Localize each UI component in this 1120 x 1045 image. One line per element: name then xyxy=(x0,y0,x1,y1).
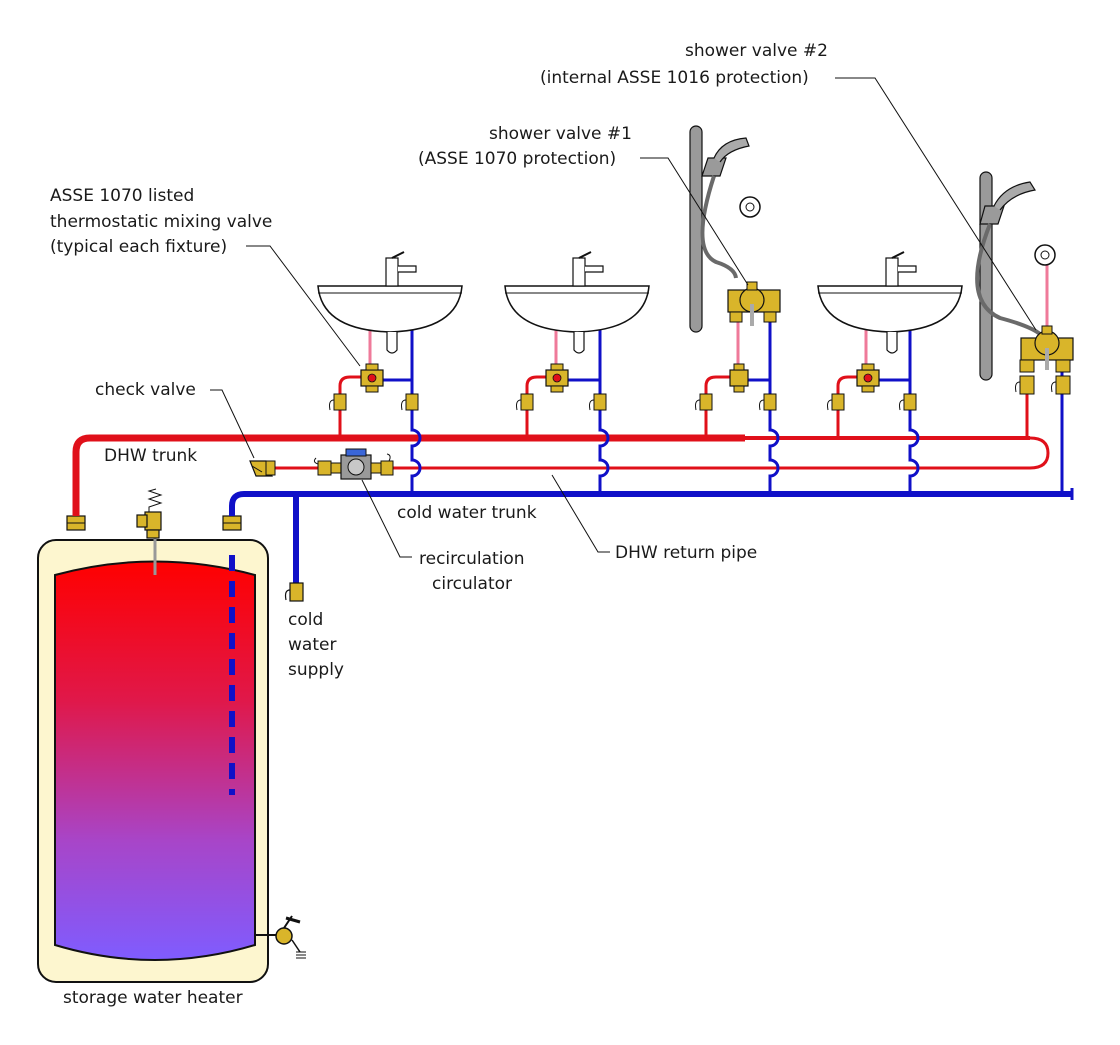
label-shower-valve-1-line1: shower valve #1 xyxy=(489,124,632,144)
mixing-valve-shower-1 xyxy=(729,363,749,393)
storage-water-heater xyxy=(37,488,306,983)
label-check-valve: check valve xyxy=(95,380,196,400)
label-storage-water-heater: storage water heater xyxy=(63,988,243,1008)
sink-2-piping xyxy=(525,330,610,494)
label-shower-valve-1-line2: (ASSE 1070 protection) xyxy=(418,149,616,169)
drain-valve xyxy=(275,927,293,945)
sink-1 xyxy=(317,251,463,354)
dhw-trunk-pipe xyxy=(72,434,745,516)
stop-valves xyxy=(329,393,917,411)
sink-3-piping xyxy=(836,330,920,494)
label-recirc-line1: recirculation xyxy=(419,549,525,569)
leader-mixing-valve xyxy=(246,245,361,367)
label-dhw-trunk: DHW trunk xyxy=(104,446,197,466)
label-mixing-valve-line3: (typical each fixture) xyxy=(50,237,227,257)
shower-valve-1 xyxy=(727,281,781,326)
sink-1-piping xyxy=(338,330,422,494)
mixing-valve-sink-2 xyxy=(545,363,569,393)
leader-return-pipe xyxy=(551,474,610,553)
leader-circulator xyxy=(361,479,412,558)
label-mixing-valve-line1: ASSE 1070 listed xyxy=(50,186,194,206)
leader-shower-valve-1 xyxy=(640,157,749,286)
label-cold-water-trunk: cold water trunk xyxy=(397,503,537,523)
label-mixing-valve-line2: thermostatic mixing valve xyxy=(50,212,272,232)
label-shower-valve-2-line2: (internal ASSE 1016 protection) xyxy=(540,68,809,88)
recirculation-circulator xyxy=(313,448,394,480)
tank-water xyxy=(54,560,256,961)
check-valve xyxy=(249,460,276,477)
sink-2 xyxy=(504,251,650,354)
label-cold-supply-line1: cold xyxy=(288,610,323,630)
dhw-return-pipe xyxy=(388,436,1050,470)
shower-1 xyxy=(689,125,761,333)
mixing-valve-sink-3 xyxy=(856,363,880,393)
label-cold-supply-line2: water xyxy=(288,635,336,655)
shower-valve-2 xyxy=(1015,325,1074,395)
leader-check-valve xyxy=(210,389,255,459)
mixing-valve-sink-1 xyxy=(360,363,384,393)
shower-2 xyxy=(975,171,1056,381)
label-cold-supply-line3: supply xyxy=(288,660,344,680)
shower-1-piping xyxy=(704,320,780,494)
cold-water-trunk-pipe xyxy=(229,491,1072,516)
sink-3 xyxy=(817,251,963,354)
label-dhw-return: DHW return pipe xyxy=(615,543,757,563)
label-shower-valve-2-line1: shower valve #2 xyxy=(685,41,828,61)
leader-shower-valve-2 xyxy=(835,77,1037,331)
label-recirc-line2: circulator xyxy=(432,574,512,594)
cold-supply-valve xyxy=(289,582,304,602)
